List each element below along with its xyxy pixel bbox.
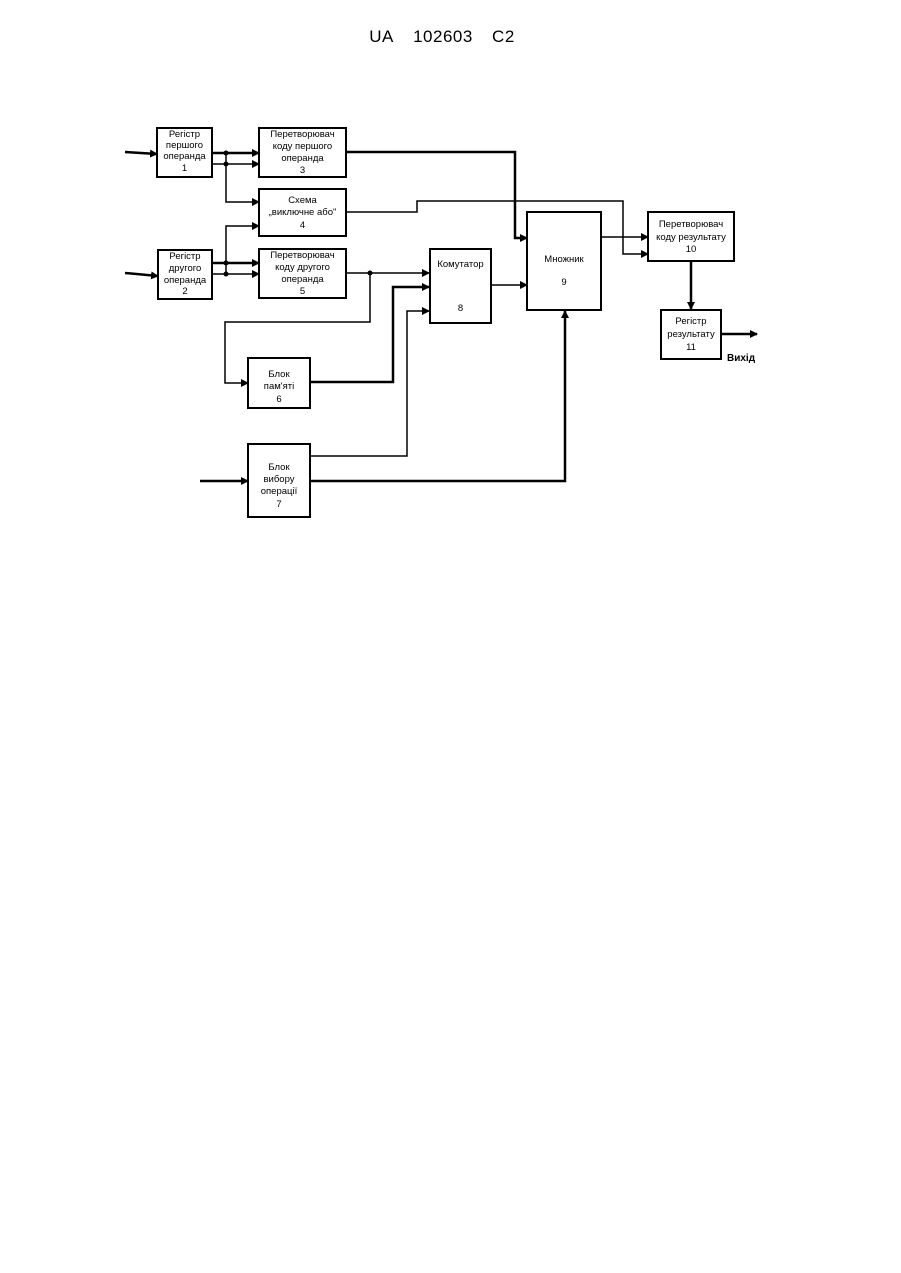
- block-7-line-1: Блок: [268, 462, 290, 473]
- block-11-line-3: 11: [686, 342, 696, 353]
- wire-1-to-4: [226, 153, 259, 202]
- block-6-line-1: Блок: [268, 369, 290, 380]
- block-operation-select-7: Блок вибору операції 7: [248, 444, 310, 517]
- junction-1a: [224, 151, 229, 156]
- block-9-num: 9: [561, 277, 566, 288]
- block-4-line-1: Схема: [288, 195, 317, 206]
- block-3-line-2: коду першого: [273, 141, 332, 152]
- block-10-line-1: Перетворювач: [659, 219, 723, 230]
- block-register-1: Регістр першого операнда 1: [157, 128, 212, 177]
- junction-2a: [224, 261, 229, 266]
- block-multiplier-9: Множник 9: [527, 212, 601, 310]
- block-3-line-1: Перетворювач: [270, 129, 334, 140]
- block-memory-6: Блок пам'яті 6: [248, 358, 310, 408]
- junction-5: [368, 271, 373, 276]
- block-10-line-3: 10: [686, 244, 697, 255]
- block-5-line-1: Перетворювач: [270, 250, 334, 261]
- junction-1b: [224, 162, 229, 167]
- block-converter-3: Перетворювач коду першого операнда 3: [259, 128, 346, 177]
- block-10-line-2: коду результату: [656, 232, 726, 243]
- wire-3-to-9: [346, 152, 527, 238]
- block-4-line-2: „виключне або": [269, 207, 337, 218]
- block-8-title: Комутатор: [437, 259, 483, 270]
- block-5-line-3: операнда: [281, 274, 324, 285]
- block-register-2: Регістр другого операнда 2: [158, 250, 212, 299]
- block-3-line-4: 3: [300, 165, 305, 176]
- input-wire-1: [125, 152, 157, 154]
- block-result-converter-10: Перетворювач коду результату 10: [648, 212, 734, 261]
- block-2-line-3: операнда: [164, 275, 207, 286]
- block-8-num: 8: [458, 303, 463, 314]
- block-2-line-1: Регістр: [169, 251, 200, 262]
- block-xor-4: Схема „виключне або" 4: [259, 189, 346, 236]
- block-11-line-1: Регістр: [675, 316, 706, 327]
- block-1-line-2: першого: [166, 140, 203, 151]
- wire-9-to-10: [601, 237, 648, 254]
- block-6-line-3: 6: [276, 394, 281, 405]
- block-7-line-2: вибору: [263, 474, 294, 485]
- wire-4-to-10: [346, 201, 648, 237]
- block-11-line-2: результату: [667, 329, 715, 340]
- block-3-line-3: операнда: [281, 153, 324, 164]
- block-7-line-4: 7: [276, 499, 281, 510]
- block-1-line-3: операнда: [163, 151, 206, 162]
- block-4-line-3: 4: [300, 220, 305, 231]
- block-7-line-3: операції: [261, 486, 298, 497]
- block-5-line-4: 5: [300, 286, 305, 297]
- block-6-line-2: пам'яті: [264, 381, 294, 392]
- block-2-line-2: другого: [169, 263, 202, 274]
- wire-7-to-8: [311, 311, 429, 456]
- junction-2b: [224, 272, 229, 277]
- block-commutator-8: Комутатор 8: [430, 249, 491, 323]
- block-2-line-4: 2: [182, 286, 187, 297]
- block-1-line-1: Регістр: [169, 129, 200, 140]
- block-1-line-4: 1: [182, 163, 187, 174]
- output-label: Вихід: [727, 353, 756, 364]
- wire-2-to-4: [226, 226, 259, 274]
- block-5-line-2: коду другого: [275, 262, 330, 273]
- input-wire-2: [125, 273, 158, 276]
- block-converter-5: Перетворювач коду другого операнда 5: [259, 249, 346, 298]
- block-result-register-11: Регістр результату 11: [661, 310, 721, 359]
- block-9-title: Множник: [544, 254, 584, 265]
